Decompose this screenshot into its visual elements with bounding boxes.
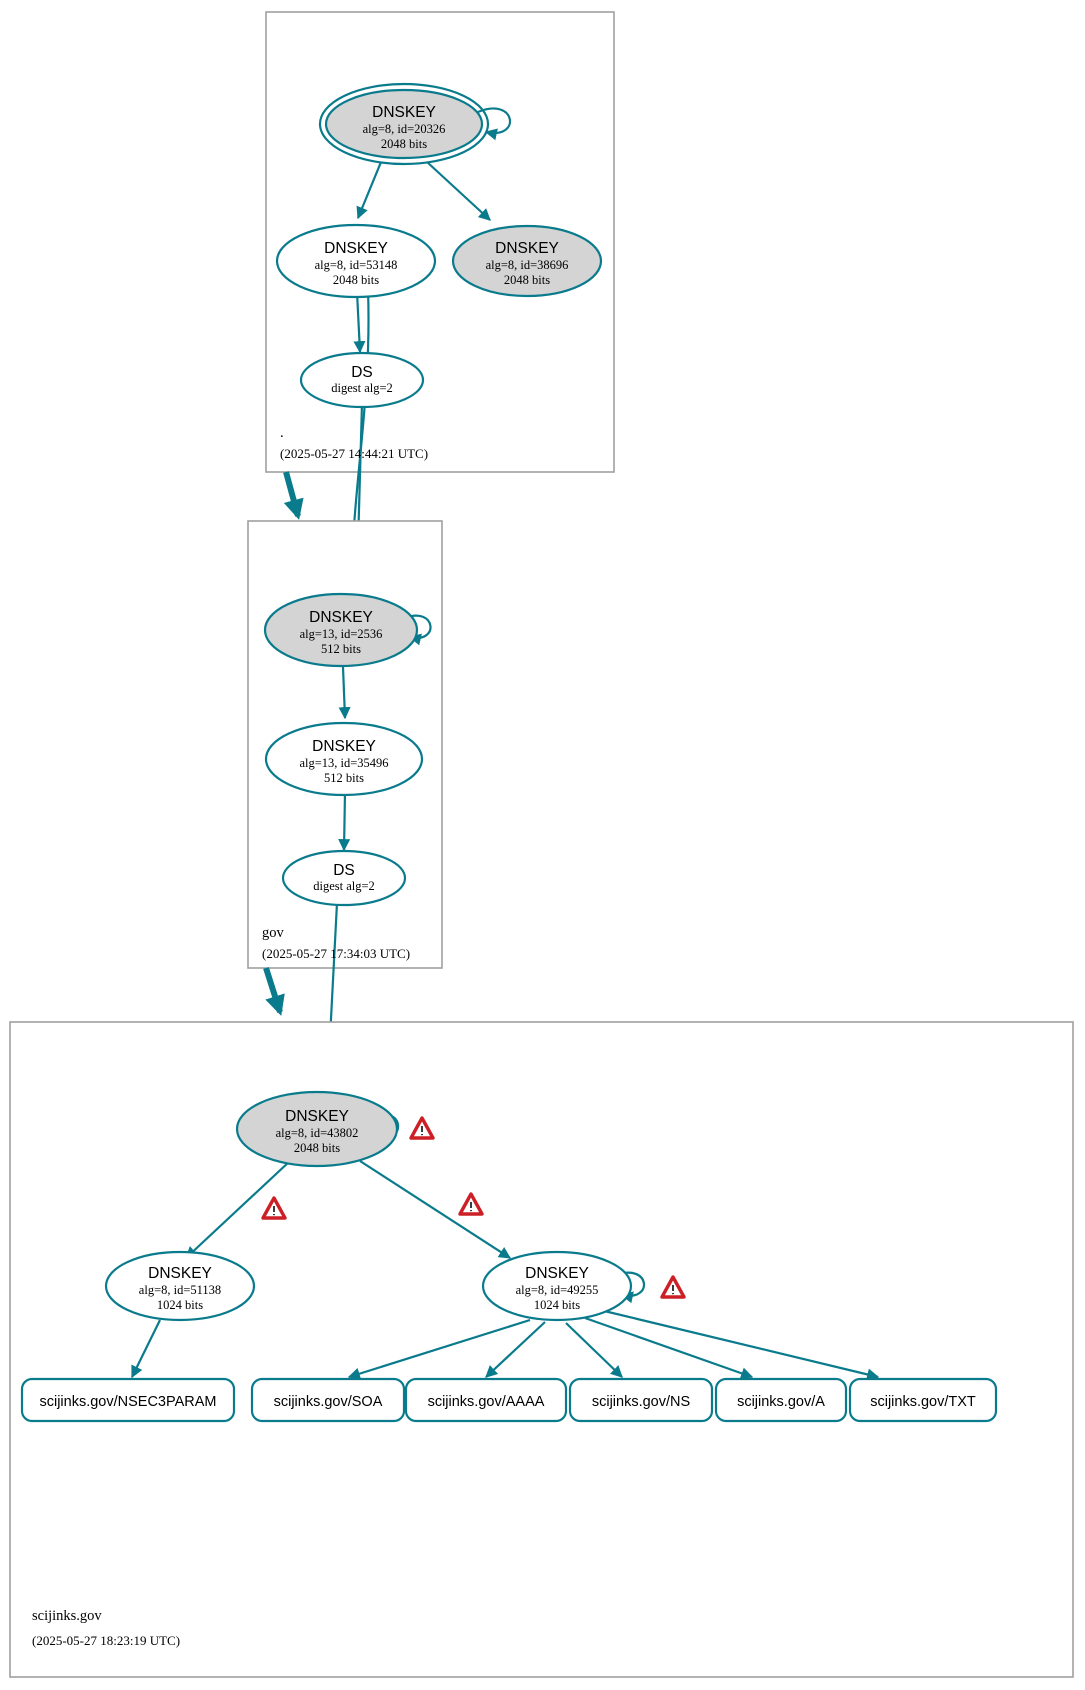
node-gov-zsk[interactable]: DNSKEY alg=13, id=35496 512 bits [264,721,424,797]
edge-zsk-49255-to-ns [565,1322,623,1378]
node-root-ksk-size: 2048 bits [381,137,427,151]
warning-icon-ksk-to-zsk-51138[interactable] [261,1196,287,1220]
zone-box-scijinks [9,1021,1074,1678]
rrset-txt-label: scijinks.gov/TXT [870,1394,976,1410]
node-root-ksk-title: DNSKEY [372,104,436,121]
edge-scijinks-ksk-to-zsk-51138 [185,1160,291,1259]
rrset-aaaa-label: scijinks.gov/AAAA [428,1394,545,1410]
node-root-zsk-38696-params: alg=8, id=38696 [486,258,569,272]
edge-zsk-51138-to-nsec3param [131,1319,161,1379]
edge-zsk-49255-to-txt [599,1308,880,1381]
rrset-soa-label: scijinks.gov/SOA [274,1394,383,1410]
rrset-soa[interactable]: scijinks.gov/SOA [250,1377,406,1423]
node-root-ksk[interactable]: DNSKEY alg=8, id=20326 2048 bits [318,82,490,166]
edge-gov-zsk-to-ds [338,791,351,852]
node-gov-ds-params: digest alg=2 [313,879,375,893]
edge-zsk-49255-to-aaaa [485,1321,546,1378]
node-gov-ksk-title: DNSKEY [309,609,373,626]
edge-gov-ksk-to-zsk [338,666,351,720]
edge-zsk-49255-to-soa [347,1318,531,1380]
node-gov-ds-title: DS [333,862,355,879]
node-scijinks-zsk-51138[interactable]: DNSKEY alg=8, id=51138 1024 bits [104,1250,256,1322]
node-scijinks-zsk-49255-size: 1024 bits [534,1298,580,1312]
node-root-zsk-53148-title: DNSKEY [324,240,388,257]
rrset-txt[interactable]: scijinks.gov/TXT [848,1377,998,1423]
zone-label-gov: gov [262,925,285,941]
node-root-ksk-params: alg=8, id=20326 [363,122,446,136]
zone-timestamp-root: (2025-05-27 14:44:21 UTC) [280,446,428,461]
node-scijinks-zsk-51138-size: 1024 bits [157,1298,203,1312]
zone-timestamp-scijinks: (2025-05-27 18:23:19 UTC) [32,1633,180,1648]
node-gov-ksk-params: alg=13, id=2536 [300,627,383,641]
zone-timestamp-gov: (2025-05-27 17:34:03 UTC) [262,946,410,961]
delegation-arrow-root-to-gov [283,471,304,520]
edge-scijinks-ksk-to-zsk-49255 [359,1160,512,1259]
node-gov-ds[interactable]: DS digest alg=2 [281,849,407,907]
node-scijinks-ksk-size: 2048 bits [294,1141,340,1155]
rrset-a-label: scijinks.gov/A [737,1394,825,1410]
node-root-ds-title: DS [351,364,373,381]
zone-label-scijinks: scijinks.gov [32,1608,102,1624]
node-gov-ksk-size: 512 bits [321,642,361,656]
node-scijinks-zsk-49255[interactable]: DNSKEY alg=8, id=49255 1024 bits [481,1250,633,1322]
node-gov-zsk-title: DNSKEY [312,738,376,755]
node-gov-ksk[interactable]: DNSKEY alg=13, id=2536 512 bits [263,592,419,668]
edge-root-zsk-to-ds [353,291,366,354]
node-root-zsk-38696-title: DNSKEY [495,240,559,257]
edge-root-ksk-to-zsk-53148 [356,161,383,220]
rrset-nsec3param[interactable]: scijinks.gov/NSEC3PARAM [20,1377,236,1423]
node-root-zsk-53148[interactable]: DNSKEY alg=8, id=53148 2048 bits [275,223,437,299]
node-root-ds-params: digest alg=2 [331,381,393,395]
zone-label-root: . [280,425,284,441]
edge-zsk-49255-to-a [584,1316,754,1380]
rrset-ns-label: scijinks.gov/NS [592,1394,690,1410]
rrset-aaaa[interactable]: scijinks.gov/AAAA [404,1377,568,1423]
self-loop-gov-ksk [404,614,432,646]
node-root-zsk-53148-params: alg=8, id=53148 [315,258,398,272]
node-scijinks-zsk-51138-params: alg=8, id=51138 [139,1283,221,1297]
rrset-a[interactable]: scijinks.gov/A [714,1377,848,1423]
warning-icon-ksk-to-zsk-49255[interactable] [458,1192,484,1216]
node-root-zsk-38696-size: 2048 bits [504,273,550,287]
warning-icon-scijinks-ksk-self[interactable] [409,1116,435,1140]
node-scijinks-ksk-params: alg=8, id=43802 [276,1126,359,1140]
node-scijinks-zsk-49255-title: DNSKEY [525,1265,589,1282]
node-scijinks-ksk[interactable]: DNSKEY alg=8, id=43802 2048 bits [235,1090,399,1168]
node-scijinks-zsk-51138-title: DNSKEY [148,1265,212,1282]
node-gov-zsk-size: 512 bits [324,771,364,785]
rrset-ns[interactable]: scijinks.gov/NS [568,1377,714,1423]
edge-root-ksk-to-zsk-38696 [426,161,491,221]
rrset-nsec3param-label: scijinks.gov/NSEC3PARAM [39,1394,216,1410]
node-root-ds[interactable]: DS digest alg=2 [299,351,425,409]
node-scijinks-zsk-49255-params: alg=8, id=49255 [516,1283,599,1297]
node-scijinks-ksk-title: DNSKEY [285,1108,349,1125]
node-root-zsk-38696[interactable]: DNSKEY alg=8, id=38696 2048 bits [451,224,603,298]
self-loop-root-ksk [477,107,511,141]
warning-icon-scijinks-zsk-49255-self[interactable] [660,1275,686,1299]
node-gov-zsk-params: alg=13, id=35496 [299,756,388,770]
delegation-arrow-gov-to-scijinks [263,967,285,1016]
node-root-zsk-53148-size: 2048 bits [333,273,379,287]
